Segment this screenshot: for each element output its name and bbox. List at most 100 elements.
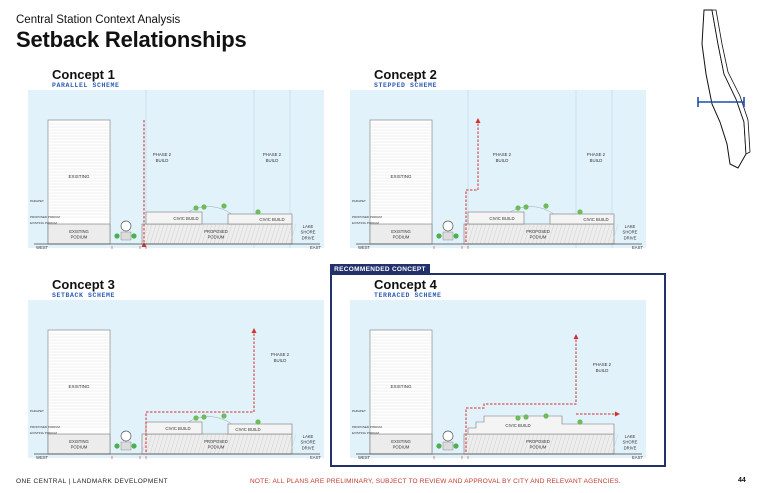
c4-tree-icon xyxy=(577,419,583,425)
c4-tree-icon xyxy=(436,443,442,449)
c2-phase2-label-b: PHASE 2 xyxy=(587,152,606,157)
c2-existing-podium-marker: EXISTING PODIUM xyxy=(352,221,379,225)
c3-phase2-label-b: BUILD xyxy=(274,358,287,363)
c1-setback-arrow xyxy=(141,242,147,247)
c2-civic-build-label-2: CIVIC BUILD xyxy=(583,217,608,222)
concept-1-title: Concept 1 xyxy=(52,67,115,82)
c1-tree-icon xyxy=(221,203,227,209)
c2-tree-icon xyxy=(543,203,549,209)
c4-train-icon xyxy=(442,430,454,442)
c3-existing-podium-label: PODIUM xyxy=(71,445,88,450)
c2-tree-icon xyxy=(577,209,583,215)
c3-lake-shore-label: LAKE xyxy=(303,434,314,439)
c1-tree-icon xyxy=(193,205,199,211)
c3-lake-shore-label: SHORE xyxy=(301,440,316,445)
c1-phase2-label-b: BUILD xyxy=(266,158,279,163)
c4-civic-build-terraced xyxy=(467,415,615,435)
c2-west-label: WEST xyxy=(358,245,371,250)
c4-setback-arrow xyxy=(573,334,579,339)
c3-tree-icon xyxy=(131,443,137,449)
c2-east-label: EAST xyxy=(632,245,643,250)
c1-existing-podium-marker: EXISTING PODIUM xyxy=(30,221,57,225)
c3-west-label: WEST xyxy=(36,455,49,460)
c1-existing-podium-label: EXISTING xyxy=(69,229,89,234)
c4-tree-icon xyxy=(453,443,459,449)
c3-tree-icon xyxy=(201,414,207,420)
c1-phase2-label-a: PHASE 2 xyxy=(153,152,172,157)
report-subtitle: Central Station Context Analysis xyxy=(16,14,181,26)
c2-tree-icon xyxy=(436,233,442,239)
c2-existing-podium-label: PODIUM xyxy=(393,235,410,240)
concept-1-scheme: PARALLEL SCHEME xyxy=(52,82,120,89)
c4-lake-shore-label: DRIVE xyxy=(624,445,637,450)
c1-east-label: EAST xyxy=(310,245,321,250)
c1-tree-icon xyxy=(201,204,207,210)
c3-existing-label: EXISTING xyxy=(68,384,90,389)
concept-4-scheme: TERRACED SCHEME xyxy=(374,292,442,299)
c3-phase2-label-b: PHASE 2 xyxy=(271,352,290,357)
c4-west-label: WEST xyxy=(358,455,371,460)
page-title: Setback Relationships xyxy=(16,27,247,52)
c2-canopy-outline xyxy=(509,206,555,215)
c1-civic-build-label: CIVIC BUILD xyxy=(173,216,198,221)
c4-existing-label: EXISTING xyxy=(390,384,412,389)
c1-canopy-outline xyxy=(187,206,233,215)
c1-parapet-marker: PARAPET xyxy=(30,199,44,203)
c2-lake-shore-label: SHORE xyxy=(623,230,638,235)
c4-lake-shore-label: LAKE xyxy=(625,434,636,439)
c4-phase2-label-b: BUILD xyxy=(596,368,609,373)
c3-civic-build-east xyxy=(227,423,293,435)
c2-existing-podium-label: EXISTING xyxy=(391,229,411,234)
c3-civic-build-label-2: CIVIC BUILD xyxy=(235,427,260,432)
c2-proposed-podium-label: PODIUM xyxy=(530,235,547,240)
concept-2-title: Concept 2 xyxy=(374,67,437,82)
c2-tree-icon xyxy=(515,205,521,211)
concept-3-scheme: SETBACK SCHEME xyxy=(52,292,116,299)
c3-tree-icon xyxy=(114,443,120,449)
c1-existing-label: EXISTING xyxy=(68,174,90,179)
c1-tree-icon xyxy=(131,233,137,239)
recommended-concept-tag: RECOMMENDED CONCEPT xyxy=(330,264,430,275)
site-key-map xyxy=(697,9,751,169)
c4-lake-shore-label: SHORE xyxy=(623,440,638,445)
c1-lake-shore-label: DRIVE xyxy=(302,235,315,240)
concept-3-title: Concept 3 xyxy=(52,277,115,292)
c2-lake-shore-label: LAKE xyxy=(625,224,636,229)
c1-proposed-podium-label: PROPOSED xyxy=(204,229,228,234)
c2-civic-build-west xyxy=(467,211,525,225)
c4-tree-icon xyxy=(515,415,521,421)
c1-existing-podium-label: PODIUM xyxy=(71,235,88,240)
footer-disclaimer: NOTE: ALL PLANS ARE PRELIMINARY, SUBJECT… xyxy=(250,478,621,485)
c3-proposed-podium-label: PODIUM xyxy=(208,445,225,450)
c3-setback-line xyxy=(145,328,255,452)
c3-setback-arrow xyxy=(251,328,257,333)
footer-project: ONE CENTRAL | LANDMARK DEVELOPMENT xyxy=(16,478,168,485)
c4-proposed-podium-label: PODIUM xyxy=(530,445,547,450)
c2-parapet-marker: PARAPET xyxy=(352,199,366,203)
c4-phase2-label-b: PHASE 2 xyxy=(593,362,612,367)
c2-civic-build-label: CIVIC BUILD xyxy=(489,216,514,221)
page-number: 44 xyxy=(738,477,746,484)
c4-parapet-marker: PARAPET xyxy=(352,409,366,413)
c4-tree-icon xyxy=(543,413,549,419)
c1-proposed-podium-marker: PROPOSED PODIUM xyxy=(30,215,60,219)
concept-4-title: Concept 4 xyxy=(374,277,437,292)
c1-tree-icon xyxy=(114,233,120,239)
c4-proposed-podium-label: PROPOSED xyxy=(526,439,550,444)
c1-civic-build-label-2: CIVIC BUILD xyxy=(259,217,284,222)
c3-existing-podium-label: EXISTING xyxy=(69,439,89,444)
c1-civic-build-west xyxy=(145,211,203,225)
c1-phase2-label-a: BUILD xyxy=(156,158,169,163)
c2-train-icon xyxy=(442,220,454,232)
c2-setback-line xyxy=(465,118,479,242)
recommended-concept-frame xyxy=(330,273,666,467)
c2-proposed-podium-marker: PROPOSED PODIUM xyxy=(352,215,382,219)
c2-setback-arrow xyxy=(475,118,481,123)
c4-civic-build-label: CIVIC BUILD xyxy=(505,423,530,428)
